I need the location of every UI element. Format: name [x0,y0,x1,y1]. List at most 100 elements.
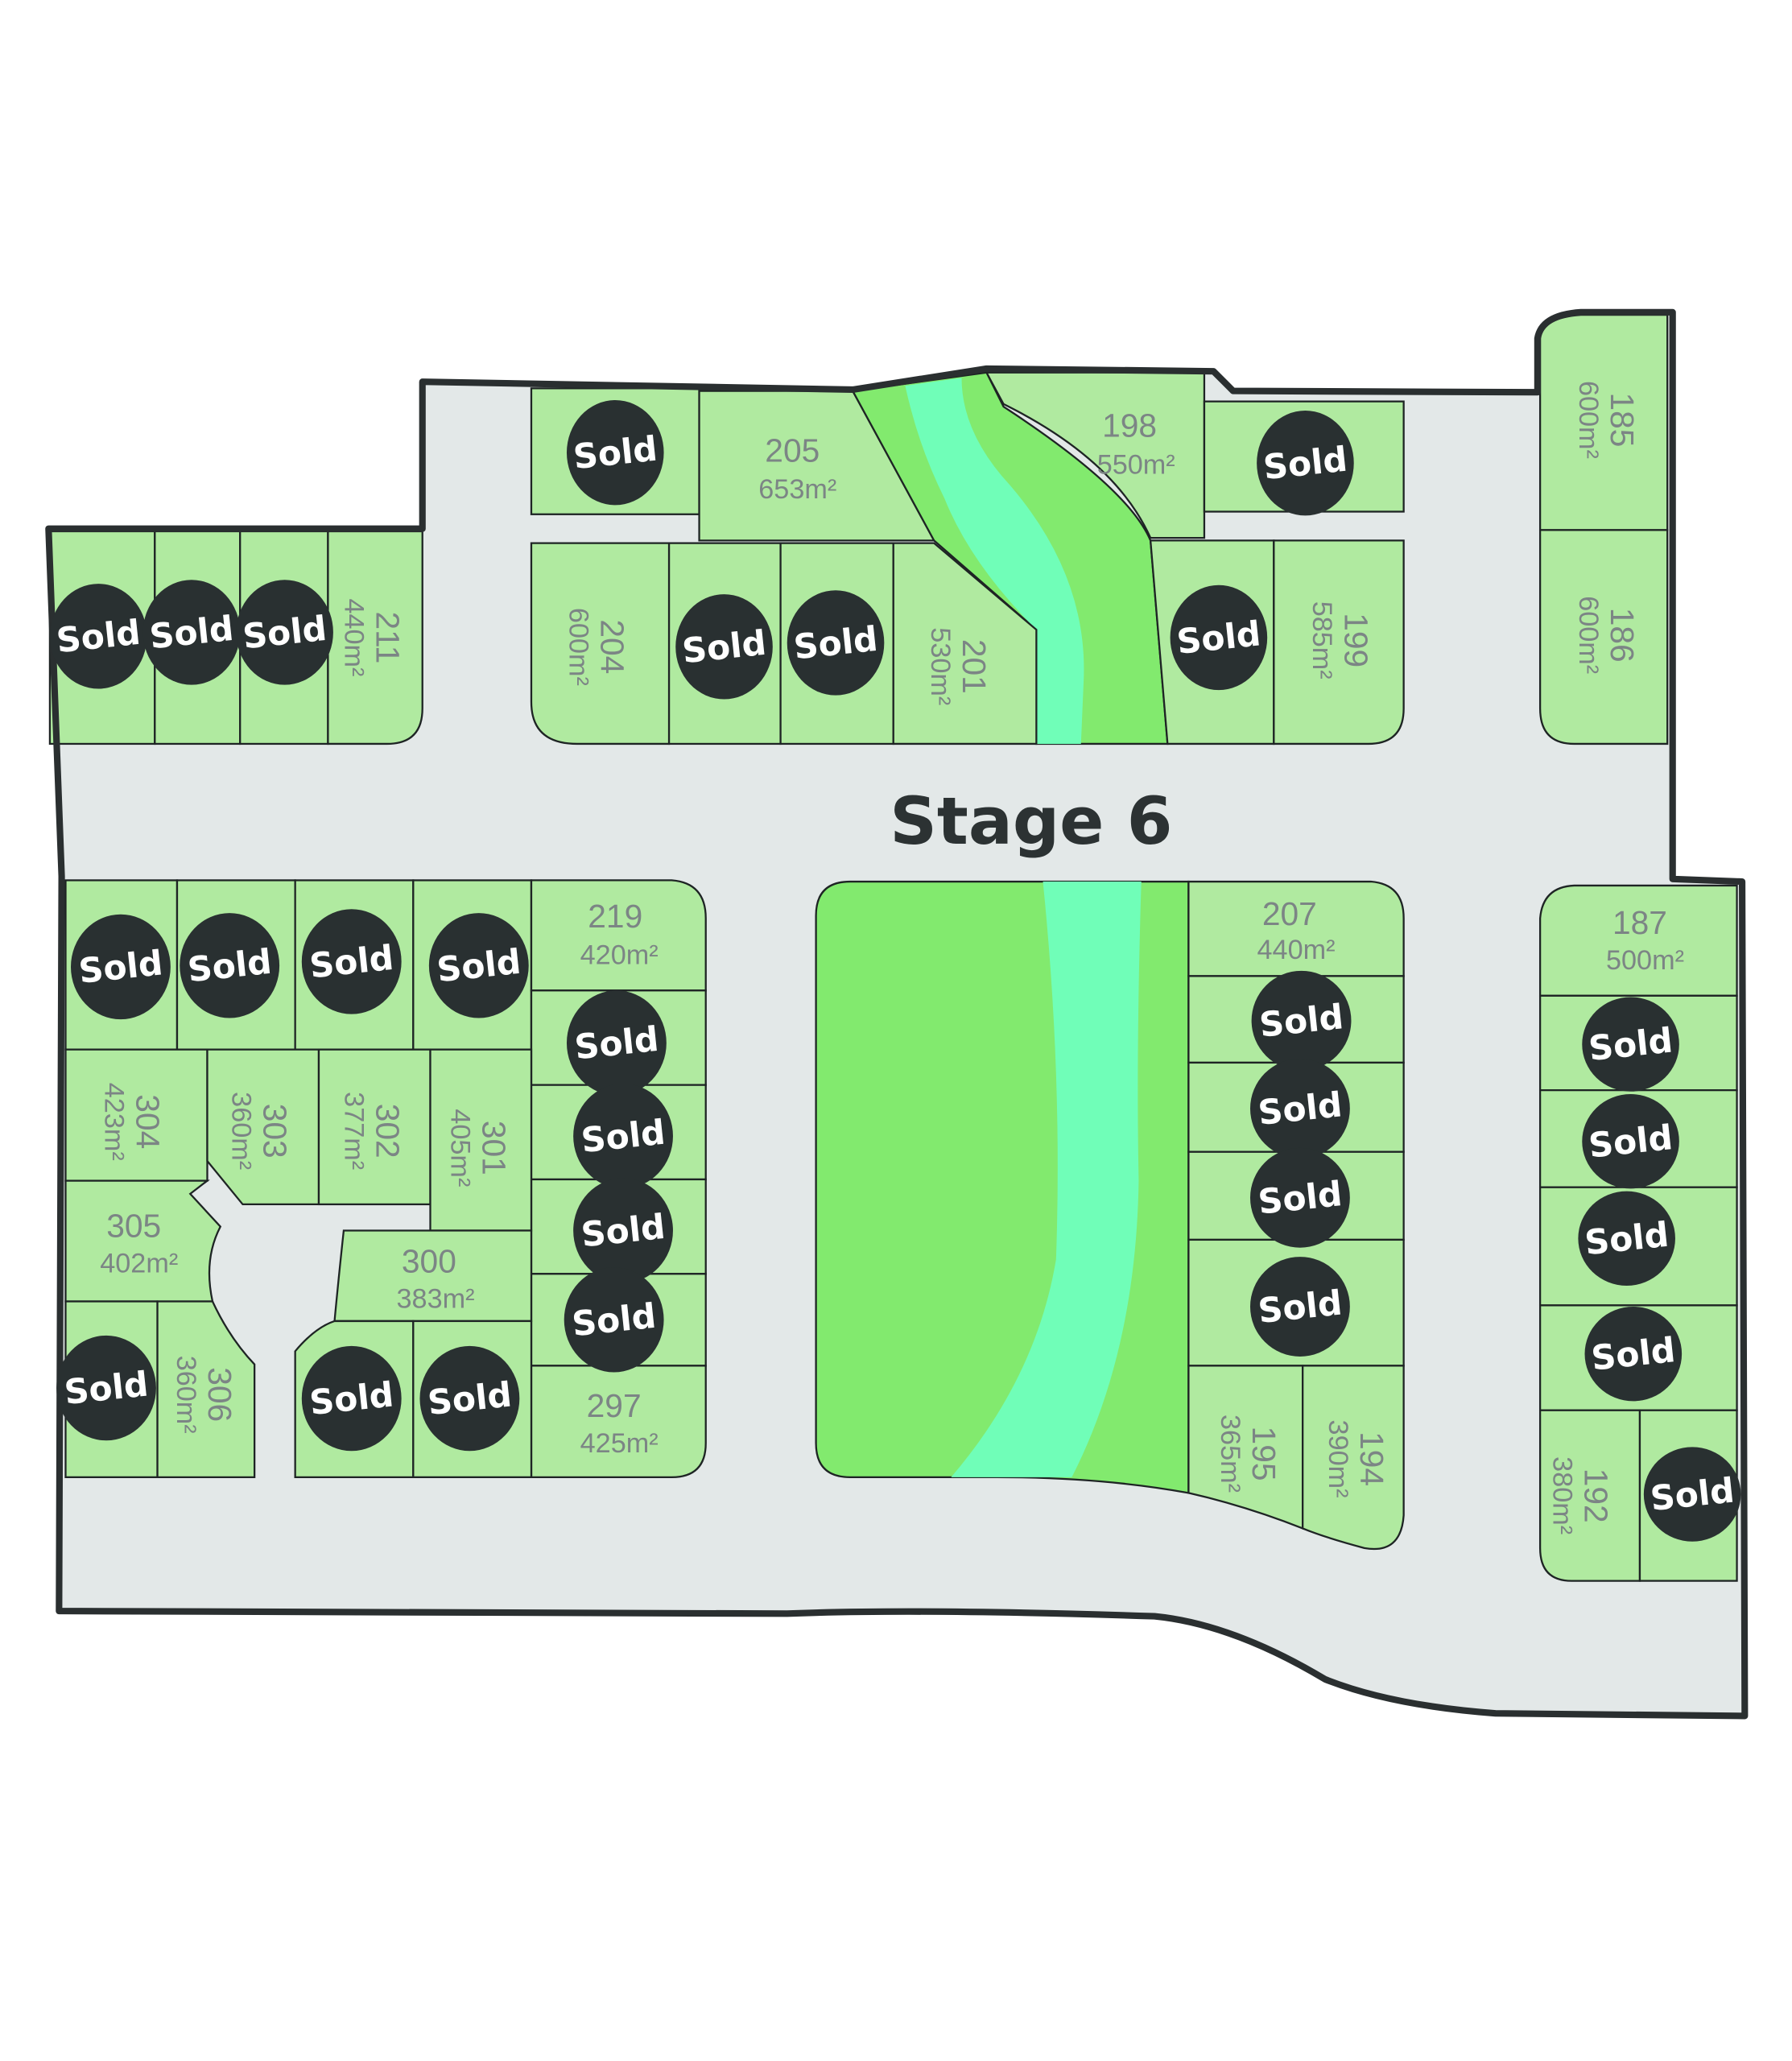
sold-badge-label: Sold [580,1207,667,1255]
sold-badge-label: Sold [147,609,235,657]
sold-badge-label: Sold [1257,997,1345,1045]
sold-badge-label: Sold [186,942,274,990]
lot-207-area: 440m² [1257,935,1336,965]
lot-198[interactable] [985,371,1206,539]
sold-badge-label: Sold [570,1296,658,1344]
lot-185-number: 185 [1604,392,1641,447]
sold-badge-label: Sold [1256,1174,1344,1222]
lot-306[interactable] [156,1300,256,1478]
sold-badge[interactable]: Sold [1582,997,1679,1092]
sold-badge[interactable]: Sold [428,913,529,1018]
lot-219-area: 420m² [580,940,659,971]
sold-badge-label: Sold [55,613,142,661]
lot-304[interactable] [64,1048,209,1182]
lot-198-number: 198 [1102,407,1157,444]
lot-305-area: 402m² [100,1249,178,1279]
lot-211[interactable] [327,530,423,746]
lot-211-area: 440m² [339,598,370,676]
sold-badge[interactable]: Sold [56,1335,156,1441]
estate-boundary [45,308,1749,1720]
lot-304-area: 423m² [98,1083,129,1161]
lot-192[interactable] [1538,1409,1641,1582]
lot-219-number: 219 [588,898,642,935]
lot-187-area: 500m² [1606,945,1684,976]
sold-badge[interactable]: Sold [564,1267,664,1373]
sold-badge[interactable]: Sold [675,594,773,700]
sold-badge-label: Sold [572,429,659,477]
sold-badge[interactable]: Sold [1251,970,1352,1071]
sold-badge[interactable]: Sold [70,914,171,1020]
lot-204[interactable] [530,542,671,746]
lot-186[interactable] [1538,529,1669,746]
lot-300-number: 300 [402,1243,456,1280]
lot-207[interactable] [1187,880,1405,977]
lot-303-number: 303 [257,1104,294,1159]
sold-badge[interactable]: Sold [1249,1147,1350,1248]
lot-301[interactable] [429,1048,533,1232]
sold-badge[interactable]: Sold [1643,1447,1741,1542]
sold-badge-label: Sold [1261,440,1349,488]
lot-199[interactable] [1273,539,1405,746]
sold-badge[interactable]: Sold [142,580,241,685]
lot-194-number: 194 [1353,1431,1390,1486]
rotated-lot-labels: 211 440m² 204 600m² 201 530m² 199 585m² … [98,381,1641,1534]
sold-badge-label: Sold [308,1374,395,1423]
lot-302[interactable] [317,1048,431,1206]
lot-201[interactable] [892,542,1038,746]
sold-badge[interactable]: Sold [49,584,147,689]
lot-195-number: 195 [1245,1427,1282,1481]
sold-badge-label: Sold [1587,1020,1674,1068]
lot-305-number: 305 [106,1208,161,1245]
lot-187-number: 187 [1612,904,1667,941]
lot-302-number: 302 [370,1104,407,1159]
sold-badge-label: Sold [1256,1084,1344,1133]
lot-304-number: 304 [129,1094,166,1149]
sold-badge-label: Sold [1256,1282,1344,1331]
lot-303[interactable] [206,1048,320,1206]
sold-badge[interactable]: Sold [1578,1191,1675,1286]
lot-301-number: 301 [476,1121,513,1175]
sold-badge[interactable]: Sold [1170,584,1268,691]
sold-badge[interactable]: Sold [1249,1059,1350,1159]
lot-205-area: 653m² [758,474,836,505]
sold-badge-label: Sold [1583,1215,1670,1263]
lot-186-area: 600m² [1573,596,1604,674]
sold-badge-label: Sold [241,609,328,657]
sold-badge[interactable]: Sold [301,1345,402,1452]
sold-badge-label: Sold [1175,613,1262,662]
sold-badge[interactable]: Sold [1249,1257,1350,1357]
lot-199-number: 199 [1337,613,1374,667]
sold-badge-label: Sold [1589,1330,1677,1378]
sold-badge-label: Sold [1587,1117,1674,1166]
sold-badge-label: Sold [308,938,395,986]
sold-badge-label: Sold [435,942,522,990]
sold-badge[interactable]: Sold [1257,411,1354,516]
sold-badge[interactable]: Sold [573,1083,673,1189]
creek-central [951,882,1142,1477]
sold-badge[interactable]: Sold [1584,1307,1683,1402]
lot-297[interactable] [530,1365,707,1478]
lot-219[interactable] [530,879,707,992]
sold-badge[interactable]: Sold [180,913,280,1018]
sold-badge[interactable]: Sold [573,1178,673,1283]
lot-185-area: 600m² [1573,381,1604,459]
lot-303-area: 360m² [225,1092,256,1170]
sold-badge[interactable]: Sold [1582,1094,1679,1189]
sold-badge[interactable]: Sold [236,580,333,685]
lot-201-area: 530m² [925,627,956,705]
sold-badge-label: Sold [63,1364,151,1412]
sold-badge[interactable]: Sold [419,1345,520,1452]
sold-badge[interactable]: Sold [301,909,402,1014]
lot-306-number: 306 [201,1367,238,1422]
lot-204-area: 600m² [563,608,593,686]
lot-300-area: 383m² [397,1284,475,1315]
sold-badge[interactable]: Sold [787,590,885,696]
lot-194-area: 390m² [1323,1420,1353,1498]
sold-badge[interactable]: Sold [566,990,667,1096]
sold-badge-label: Sold [1649,1470,1736,1518]
lot-194[interactable] [1302,1365,1405,1551]
sold-badge[interactable]: Sold [566,400,664,506]
lot-302-area: 377m² [339,1092,370,1170]
lot-306-area: 360m² [171,1356,201,1434]
